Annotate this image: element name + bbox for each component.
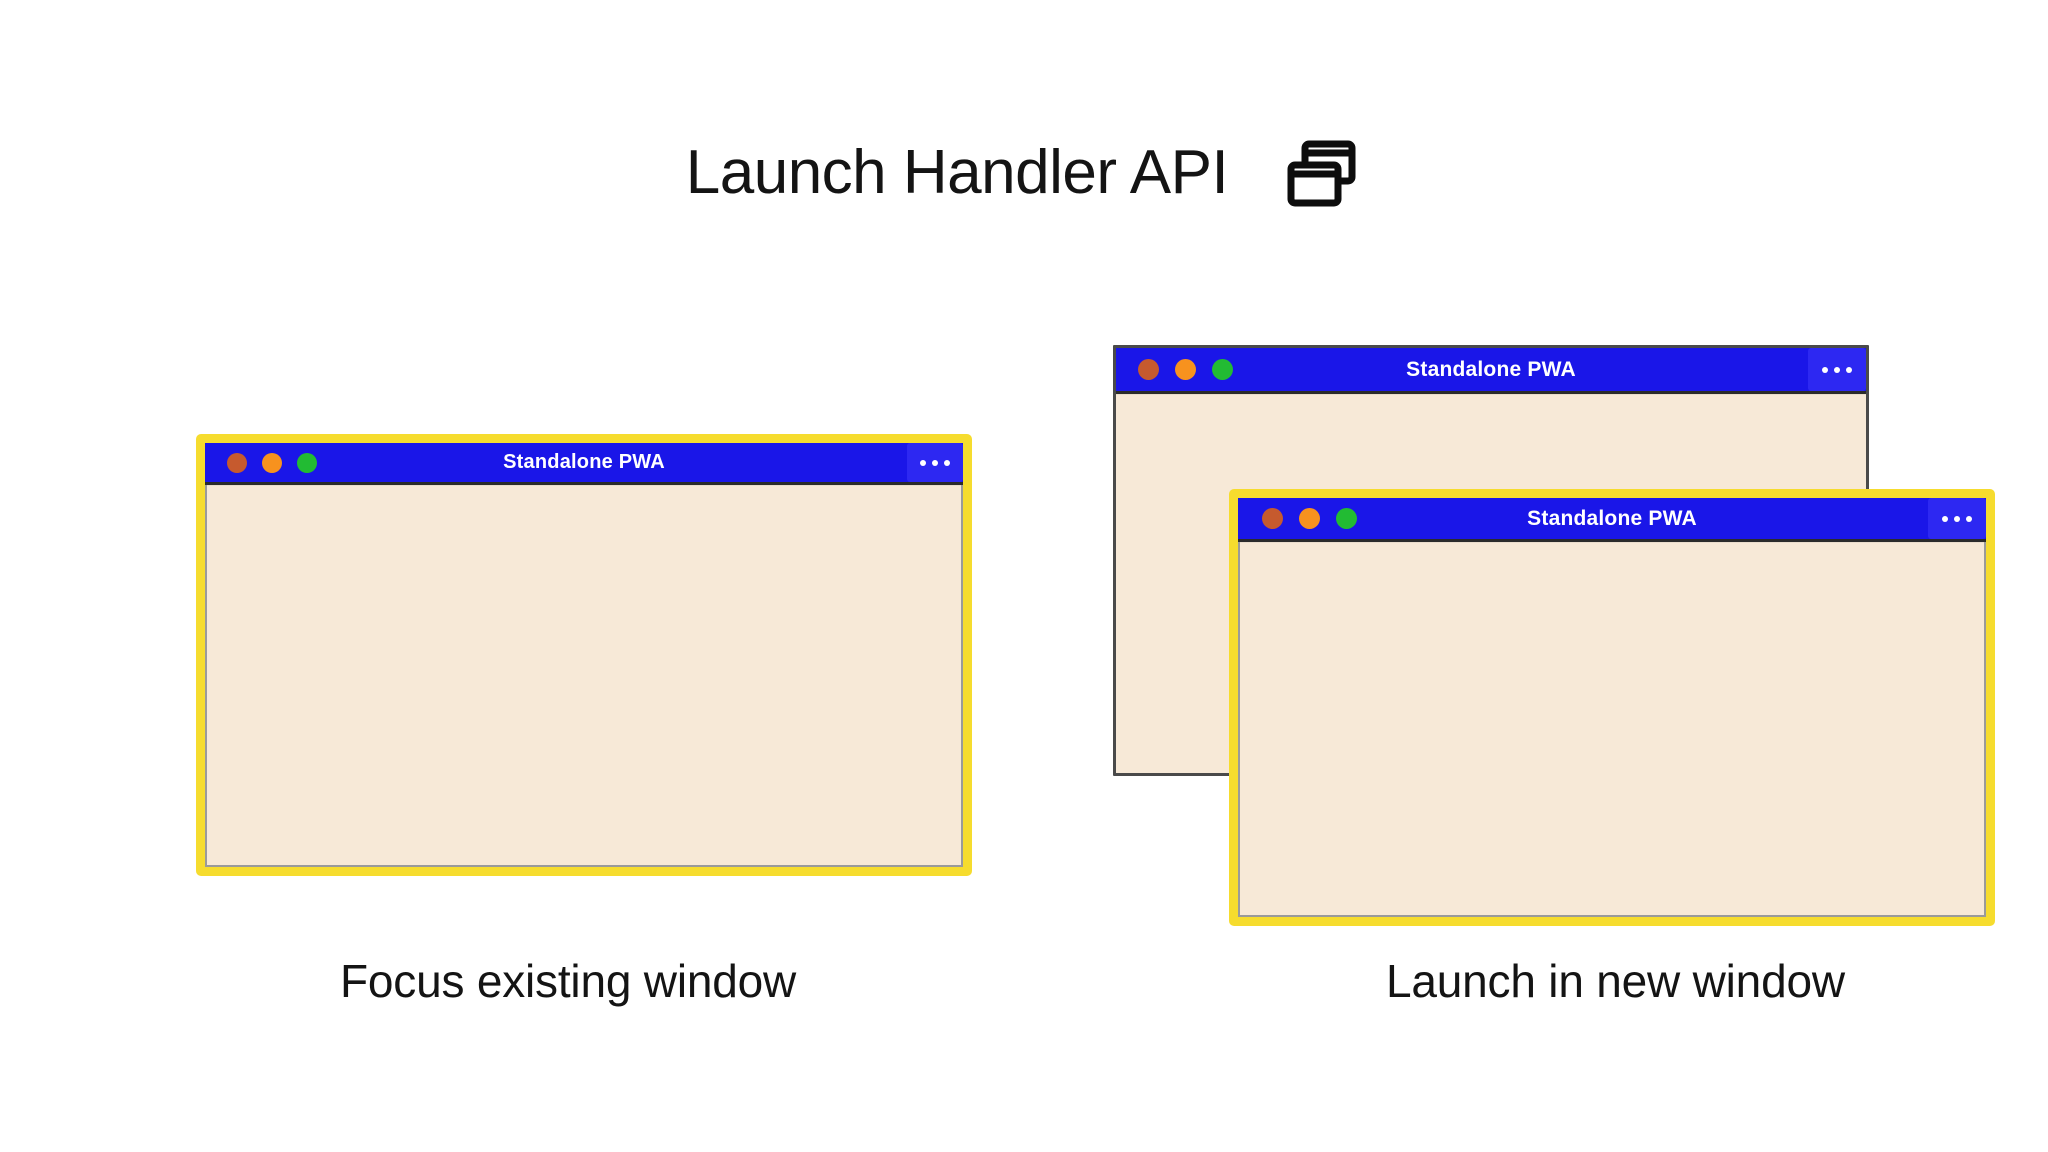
caption-launch-in-new-window: Launch in new window — [1386, 955, 1845, 1007]
traffic-light-buttons — [1138, 359, 1233, 380]
traffic-light-buttons — [227, 452, 317, 473]
more-options-icon[interactable] — [1928, 498, 1986, 539]
standalone-pwa-window-new[interactable]: Standalone PWA — [1229, 489, 1995, 926]
window-title: Standalone PWA — [503, 451, 665, 473]
slide-header: Launch Handler API — [0, 118, 2048, 228]
page-title: Launch Handler API — [685, 138, 1229, 207]
menu-dot — [1942, 515, 1948, 522]
more-options-icon[interactable] — [907, 443, 963, 482]
maximize-dot-green-icon[interactable] — [297, 452, 317, 473]
maximize-dot-green-icon[interactable] — [1336, 508, 1357, 529]
two-overlapping-windows-icon — [1284, 134, 1362, 212]
close-dot-red-icon[interactable] — [227, 452, 247, 473]
more-options-icon[interactable] — [1808, 348, 1866, 391]
menu-dot — [1846, 366, 1852, 373]
window-content-area — [1238, 542, 1986, 917]
menu-dot — [1834, 366, 1840, 373]
window-titlebar[interactable]: Standalone PWA — [1238, 498, 1986, 542]
caption-focus-existing-window: Focus existing window — [340, 955, 797, 1007]
window-titlebar[interactable]: Standalone PWA — [205, 443, 963, 485]
maximize-dot-green-icon[interactable] — [1212, 359, 1233, 380]
standalone-pwa-window-focused[interactable]: Standalone PWA — [196, 434, 972, 876]
window-titlebar[interactable]: Standalone PWA — [1116, 348, 1866, 394]
window-inner: Standalone PWA — [1238, 498, 1986, 917]
menu-dot — [932, 459, 938, 466]
menu-dot — [1822, 366, 1828, 373]
close-dot-red-icon[interactable] — [1262, 508, 1283, 529]
traffic-light-buttons — [1262, 508, 1357, 529]
menu-dot — [1966, 515, 1972, 522]
menu-dot — [1954, 515, 1960, 522]
close-dot-red-icon[interactable] — [1138, 359, 1159, 380]
minimize-dot-amber-icon[interactable] — [1175, 359, 1196, 380]
window-inner: Standalone PWA — [205, 443, 963, 867]
menu-dot — [944, 459, 950, 466]
menu-dot — [920, 459, 926, 466]
minimize-dot-amber-icon[interactable] — [1299, 508, 1320, 529]
window-content-area — [205, 485, 963, 867]
minimize-dot-amber-icon[interactable] — [262, 452, 282, 473]
